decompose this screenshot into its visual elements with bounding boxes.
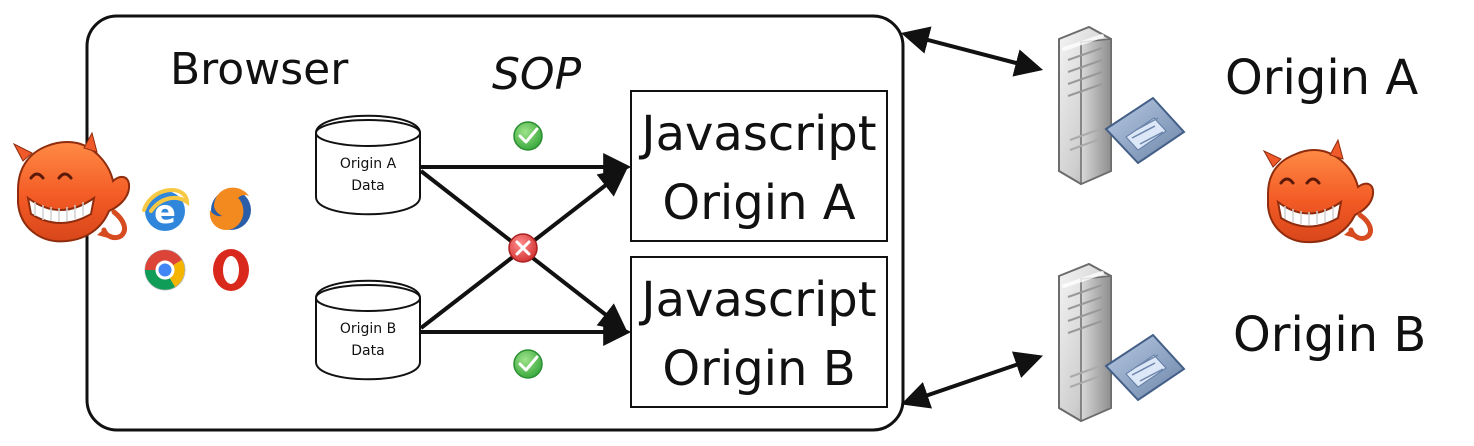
origin-b-data-store: Origin B Data bbox=[315, 279, 421, 381]
origin-b-server-label: Origin B bbox=[1233, 307, 1426, 363]
origin-b-data-sub: Data bbox=[351, 343, 384, 359]
chrome-icon bbox=[144, 249, 186, 291]
origin-a-server-icon bbox=[1058, 25, 1186, 186]
right-devil-icon bbox=[1262, 138, 1375, 244]
origin-b-data-label: Origin B bbox=[340, 321, 396, 337]
sop-label: SOP bbox=[492, 49, 582, 100]
origin-a-data-sub: Data bbox=[351, 178, 384, 194]
javascript-origin-b-box: Javascript Origin B bbox=[630, 256, 888, 408]
javascript-origin-b-line2: Origin B bbox=[662, 341, 855, 397]
opera-icon bbox=[213, 249, 249, 291]
arrow-browser-to-origin-b-server bbox=[901, 351, 1043, 409]
firefox-icon bbox=[209, 187, 251, 230]
origin-a-data-label: Origin A bbox=[340, 156, 397, 172]
origin-a-data-store: Origin A Data bbox=[315, 114, 421, 216]
check-circle-icon bbox=[513, 121, 543, 151]
browser-icons: e bbox=[142, 187, 251, 291]
x-circle-icon bbox=[508, 233, 538, 263]
browser-title: Browser bbox=[170, 44, 349, 95]
javascript-origin-a-box: Javascript Origin A bbox=[630, 90, 888, 242]
javascript-origin-b-line1: Javascript bbox=[638, 272, 876, 328]
internet-explorer-icon: e bbox=[142, 188, 190, 231]
javascript-origin-a-line2: Origin A bbox=[662, 175, 855, 231]
javascript-origin-a-line1: Javascript bbox=[638, 106, 876, 162]
origin-b-server-icon bbox=[1058, 262, 1186, 423]
check-circle-icon bbox=[513, 349, 543, 379]
origin-a-server-label: Origin A bbox=[1225, 50, 1418, 106]
arrow-browser-to-origin-a-server bbox=[900, 26, 1044, 77]
left-devil-icon bbox=[12, 131, 131, 243]
